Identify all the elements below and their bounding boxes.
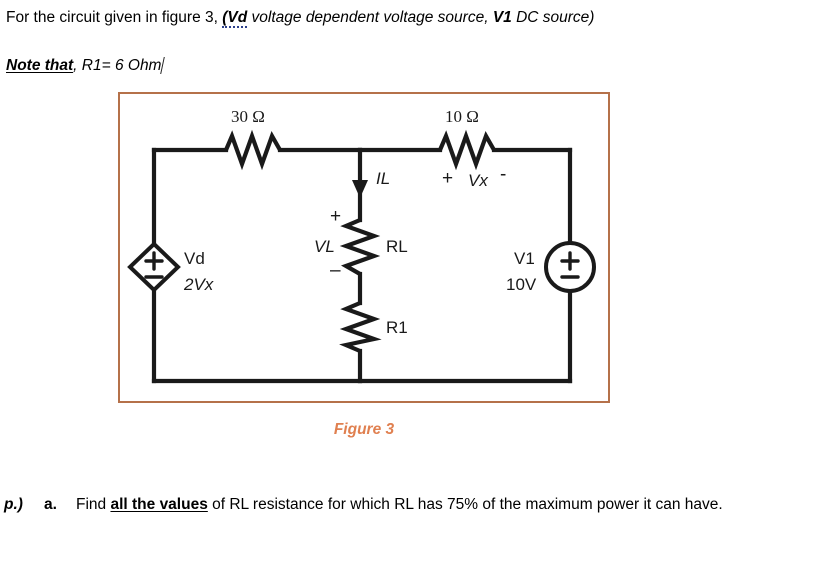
label-vl-minus: –	[330, 260, 341, 281]
label-v1: V1	[514, 249, 535, 268]
label-il: IL	[376, 169, 390, 188]
intro-text-before: For the circuit given in figure 3,	[6, 9, 223, 26]
question-text: Find all the values of RL resistance for…	[76, 492, 806, 517]
resistor-r1-symbol	[339, 301, 382, 353]
resistor-10ohm-symbol	[438, 129, 496, 171]
note-emphasis: Note that	[6, 57, 74, 74]
note-rest: , R1= 6 Ohm	[73, 57, 162, 74]
question-text-after: of RL resistance for which RL has 75% of…	[207, 496, 723, 513]
intro-text-mid: voltage dependent voltage source,	[247, 9, 493, 26]
label-v1-value: 10V	[506, 275, 537, 294]
label-vx: Vx	[468, 171, 488, 190]
circuit-diagram: 30 Ω 10 Ω + Vx - IL + VL – RL R1 Vd 2Vx …	[127, 107, 596, 384]
label-vl-plus: +	[330, 206, 341, 227]
dependent-source-plus-icon	[144, 251, 164, 271]
figure-border-box	[118, 92, 610, 403]
label-r30: 30 Ω	[231, 107, 265, 126]
label-vx-minus: -	[500, 164, 506, 185]
intro-sentence: For the circuit given in figure 3, (Vd v…	[6, 8, 594, 28]
question-underlined-phrase: all the values	[110, 496, 208, 513]
question-prefix: p.)	[4, 496, 23, 513]
label-vd: Vd	[184, 249, 205, 268]
independent-source-plus-icon	[560, 251, 580, 271]
resistor-30ohm-symbol	[224, 129, 282, 171]
question-text-before: Find	[76, 496, 111, 513]
label-vd-value: 2Vx	[183, 275, 214, 294]
label-r1: R1	[386, 318, 408, 337]
label-r10: 10 Ω	[445, 107, 479, 126]
label-rl: RL	[386, 237, 408, 256]
figure-caption: Figure 3	[333, 421, 395, 438]
intro-text-after: DC source)	[511, 9, 595, 26]
current-arrow-il	[352, 180, 368, 198]
label-vx-plus: +	[442, 168, 453, 189]
resistor-rl-symbol	[339, 218, 381, 276]
note-line: Note that, R1= 6 Ohm	[6, 56, 166, 76]
intro-v1-token: V1	[492, 9, 512, 26]
question-letter: a.	[44, 496, 57, 513]
label-vl: VL	[314, 237, 335, 256]
intro-vd-token: (Vd	[222, 9, 248, 28]
